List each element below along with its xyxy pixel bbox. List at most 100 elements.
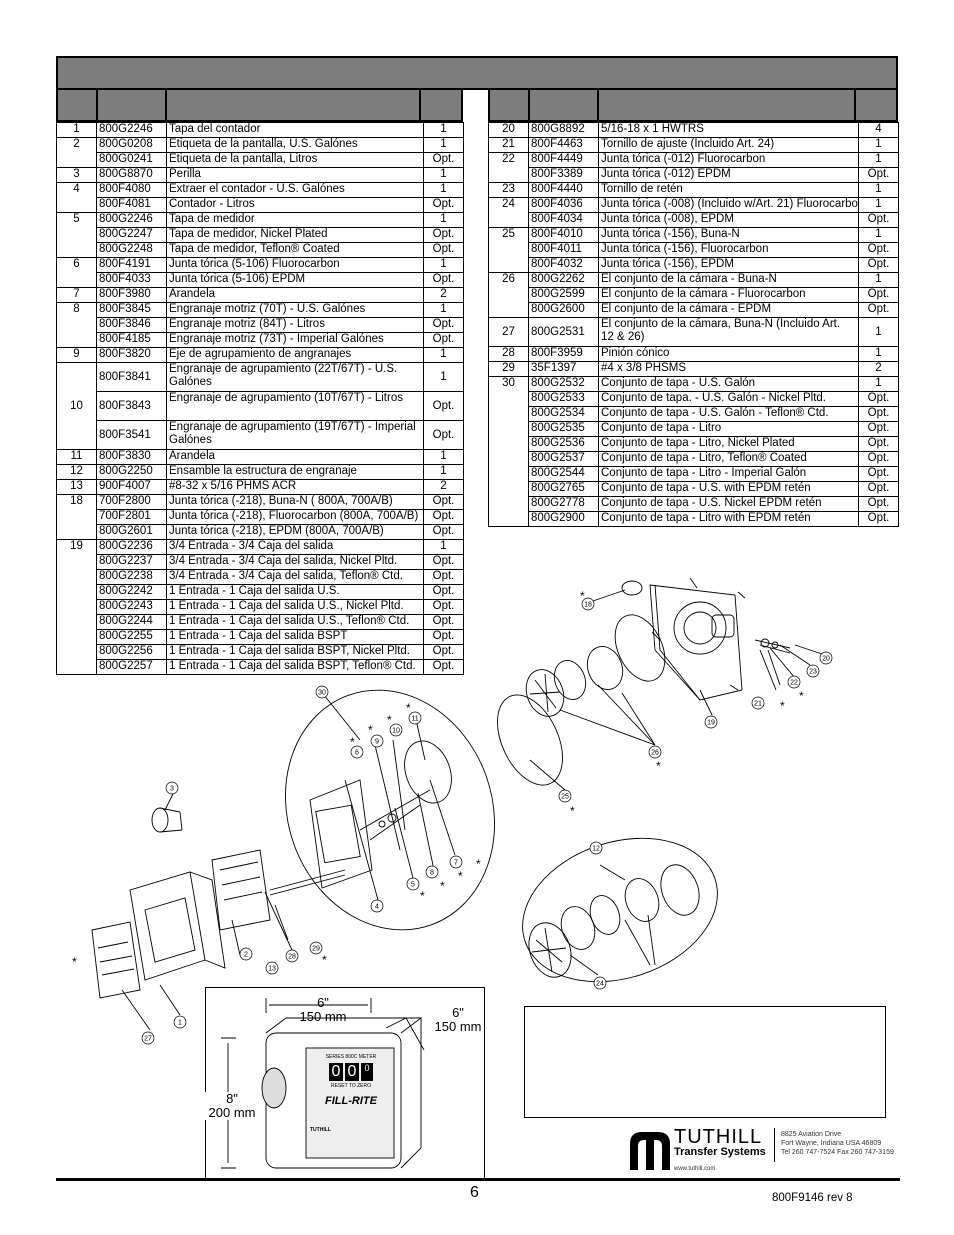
meter-brand: FILL-RITE <box>325 1095 377 1107</box>
callout-number: 9 <box>375 739 379 746</box>
quantity: 1 <box>423 362 464 392</box>
callout-circle <box>285 949 299 963</box>
table-title-bar <box>56 56 898 90</box>
callout-number: 24 <box>596 981 604 988</box>
svg-text:*: * <box>440 879 445 893</box>
callout-circle <box>239 947 253 961</box>
quantity: Opt. <box>423 391 464 421</box>
callout-circle <box>389 723 403 737</box>
item-number: 8 <box>56 302 97 348</box>
callout-circle <box>406 877 420 891</box>
part-number: 800F3841 <box>96 362 167 392</box>
meter-face: SERIES 800C METER 0 0 0 RESET TO ZERO FI… <box>310 1054 392 1133</box>
quantity: Opt. <box>423 554 464 570</box>
document-number: 800F9146 rev 8 <box>772 1192 853 1204</box>
callout-number: 11 <box>411 716 418 723</box>
callout-number: 30 <box>318 690 326 697</box>
part-number: 800G2531 <box>528 317 599 347</box>
right-column-header <box>488 90 898 122</box>
callout-number: 10 <box>392 728 400 735</box>
svg-text:*: * <box>350 735 355 749</box>
meter-digits: 0 0 0 <box>310 1063 392 1081</box>
svg-text:*: * <box>72 955 77 969</box>
callout-number: 18 <box>584 602 592 609</box>
dimension-drawing: 6"150 mm 6"150 mm 8"200 mm SERIES 800C M… <box>202 987 485 1179</box>
callout-number: 12 <box>592 846 600 853</box>
height-dimension: 8"200 mm <box>202 1092 262 1120</box>
callout-number: 22 <box>790 680 798 687</box>
item-number: 5 <box>56 212 97 258</box>
callout-circle <box>819 651 833 665</box>
callout-circle <box>558 789 572 803</box>
callout-number: 29 <box>312 946 320 953</box>
item-number: 30 <box>488 376 529 527</box>
part-description: Engranaje de agrupamiento (19T/67T) - Im… <box>166 420 424 450</box>
callout-circle <box>408 711 422 725</box>
part-description: Engranaje de agrupamiento (22T/67T) - U.… <box>166 362 424 392</box>
callout-circle <box>787 675 801 689</box>
callout-circle <box>315 685 329 699</box>
callout-circle <box>265 961 279 975</box>
tuthill-logo-icon <box>630 1132 670 1170</box>
callout-number: 23 <box>809 669 817 676</box>
item-number: 24 <box>488 197 529 228</box>
tuthill-logo: TUTHILL Transfer Systems 8825 Aviation D… <box>626 1126 896 1178</box>
svg-text:*: * <box>656 759 661 773</box>
svg-text:*: * <box>420 889 425 903</box>
svg-text:*: * <box>368 723 373 737</box>
callout-number: 7 <box>454 860 458 867</box>
callout-number: 4 <box>375 904 379 911</box>
callout-circle <box>704 715 718 729</box>
item-number: 18 <box>56 494 97 540</box>
svg-text:*: * <box>580 589 585 603</box>
svg-text:*: * <box>780 699 785 713</box>
page-number: 6 <box>470 1184 479 1201</box>
footer-rule <box>56 1178 900 1181</box>
callout-number: 27 <box>144 1036 152 1043</box>
quantity: Opt. <box>858 511 899 527</box>
svg-text:*: * <box>406 701 411 715</box>
callout-number: 1 <box>178 1020 182 1027</box>
callout-circle <box>165 781 179 795</box>
callout-circle <box>449 855 463 869</box>
item-number: 19 <box>56 539 97 675</box>
callout-circle <box>425 865 439 879</box>
callout-number: 5 <box>411 882 415 889</box>
svg-text:*: * <box>387 713 392 727</box>
item-number: 6 <box>56 257 97 288</box>
callout-circle <box>581 597 595 611</box>
callout-number: 6 <box>355 750 359 757</box>
callout-circle <box>751 696 765 710</box>
callout-number: 20 <box>822 656 830 663</box>
svg-text:*: * <box>458 869 463 883</box>
callout-circle <box>370 734 384 748</box>
callout-number: 19 <box>707 720 715 727</box>
quantity: Opt. <box>423 420 464 450</box>
part-number: 800F3843 <box>96 391 167 421</box>
quantity: 1 <box>858 152 899 168</box>
callout-number: 8 <box>430 870 434 877</box>
